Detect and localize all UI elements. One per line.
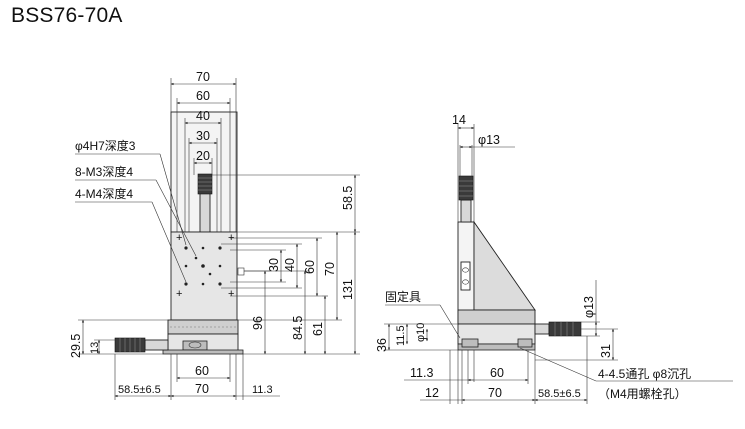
side-dim-phi13-top: φ13 xyxy=(478,133,500,147)
side-notes: 4-4.5通孔 φ8沉孔 （M4用螺栓孔） xyxy=(519,347,733,401)
svg-text:+: + xyxy=(176,288,182,300)
svg-text:+: + xyxy=(176,232,182,244)
front-right-dimensions: 58.5 30 40 60 70 131 84.5 xyxy=(212,174,360,355)
side-dim-31: 31 xyxy=(599,344,613,358)
dim-bottom-58-5: 58.5±6.5 xyxy=(118,384,161,396)
side-dim-phi10: φ10 xyxy=(415,323,427,342)
side-left-dimensions: 固定具 36 11.5 φ10 xyxy=(375,289,461,352)
callout-pin-hole: φ4H7深度3 xyxy=(75,138,136,153)
side-dim-58-5: 58.5±6.5 xyxy=(538,388,581,400)
dim-right-60: 60 xyxy=(303,260,317,274)
side-dim-11-5: 11.5 xyxy=(395,325,407,346)
page-title: BSS76-70A xyxy=(11,4,123,27)
side-micrometer-barrel xyxy=(460,199,472,223)
side-right-micrometer-barrel xyxy=(534,323,550,335)
dim-top-70: 70 xyxy=(196,70,210,84)
dim-bottom-11-3: 11.3 xyxy=(252,384,273,396)
micrometer-side-barrel xyxy=(144,339,169,351)
dim-right-84-5: 84.5 xyxy=(291,316,305,340)
dim-bottom-70: 70 xyxy=(195,382,209,396)
side-view: 14 φ13 固定具 36 11.5 φ10 φ13 xyxy=(375,113,733,404)
svg-text:+: + xyxy=(228,288,234,300)
side-gusset xyxy=(473,220,536,311)
front-view: + + + + xyxy=(69,70,360,400)
dim-right-30: 30 xyxy=(267,258,281,272)
side-dim-12: 12 xyxy=(425,386,439,400)
label-mount-hole: 4-4.5通孔 φ8沉孔 xyxy=(598,367,691,381)
label-mount-bolt: （M4用螺栓孔） xyxy=(598,386,687,401)
front-bottom-dimensions: 60 70 58.5±6.5 11.3 xyxy=(114,354,280,400)
dim-top-30: 30 xyxy=(196,129,210,143)
dim-right-40: 40 xyxy=(283,258,297,272)
dim-top-40: 40 xyxy=(196,109,210,123)
micrometer-top-knob xyxy=(197,173,213,195)
dim-right-70: 70 xyxy=(323,262,337,276)
dim-top-60: 60 xyxy=(196,89,210,103)
dim-right-96: 96 xyxy=(251,316,265,330)
dim-right-61: 61 xyxy=(311,322,325,336)
front-left-dimensions: 29.5 13 xyxy=(69,319,168,358)
side-dim-phi13-right: φ13 xyxy=(582,296,596,318)
front-callouts: φ4H7深度3 8-M3深度4 4-M4深度4 xyxy=(75,138,197,283)
side-right-micrometer-knob xyxy=(548,321,582,337)
side-dim-60: 60 xyxy=(490,366,504,380)
dim-bottom-60: 60 xyxy=(195,364,209,378)
dim-left-29-5: 29.5 xyxy=(69,334,83,358)
side-micrometer-knob xyxy=(458,175,474,201)
micrometer-top-barrel xyxy=(199,191,211,233)
side-bottom-dimensions: 11.3 60 12 70 58.5±6.5 xyxy=(404,336,588,404)
side-table xyxy=(457,309,536,325)
front-top-dimensions: 70 60 40 30 20 xyxy=(170,70,237,232)
side-dim-70: 70 xyxy=(488,386,502,400)
side-right-dimensions: φ13 31 xyxy=(535,280,618,361)
dim-right-58-5: 58.5 xyxy=(341,186,355,210)
dim-left-13: 13 xyxy=(89,342,101,354)
callout-m4-holes: 4-M4深度4 xyxy=(75,186,133,201)
side-dim-14: 14 xyxy=(452,113,466,127)
label-fixture: 固定具 xyxy=(385,289,421,304)
side-dim-11-3: 11.3 xyxy=(410,366,433,380)
side-dim-36: 36 xyxy=(375,338,389,352)
dim-right-131: 131 xyxy=(341,279,355,300)
callout-m3-holes: 8-M3深度4 xyxy=(75,164,133,179)
side-top-dimensions: 14 φ13 xyxy=(452,113,515,222)
stage-table xyxy=(170,231,238,321)
base-slot xyxy=(182,340,208,351)
dim-top-20: 20 xyxy=(196,149,210,163)
